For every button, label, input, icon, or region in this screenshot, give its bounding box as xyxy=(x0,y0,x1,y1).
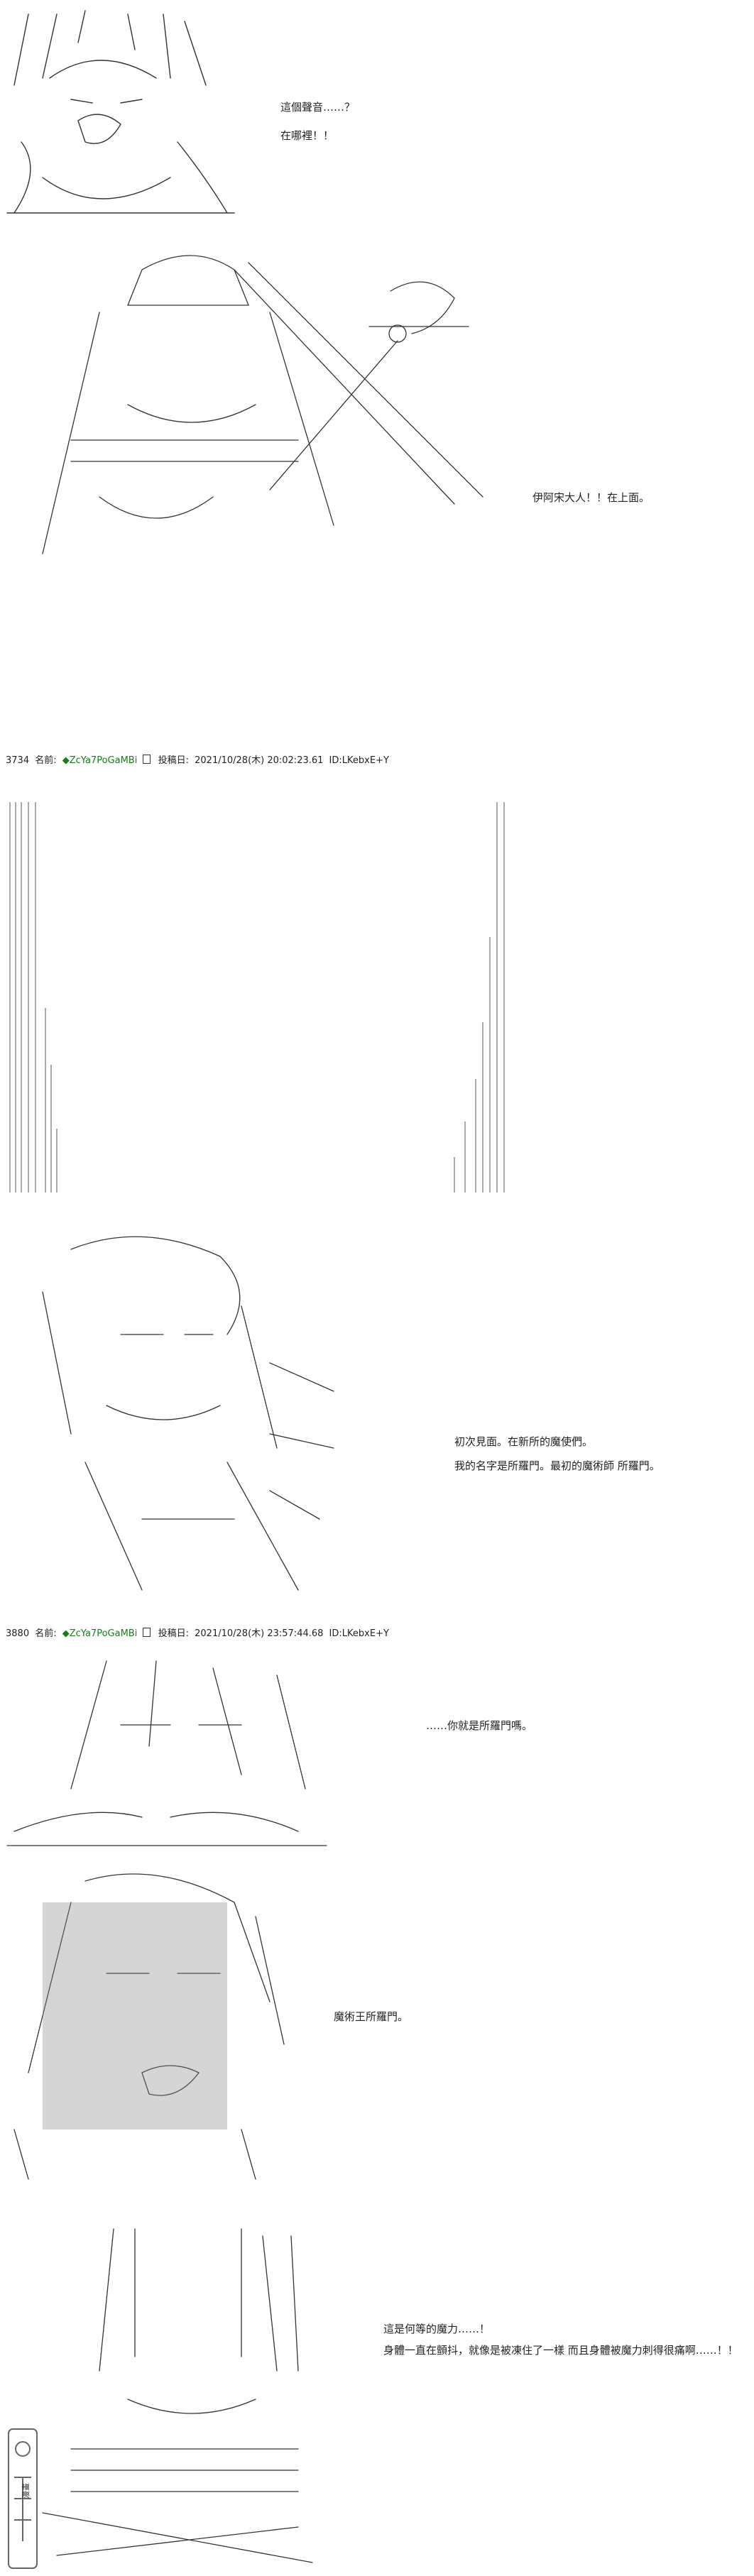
panel-5-artwork xyxy=(0,1647,341,1853)
post-trip: ◆ZcYa7PoGaMBi xyxy=(62,1628,138,1639)
panel-2-dialog: 伊阿宋大人！！在上面。 xyxy=(532,490,650,505)
post-date-label: 投稿日: xyxy=(158,755,189,766)
dialog-line: 魔術王所羅門。 xyxy=(334,2010,409,2023)
watermark-text: 漫畫 xyxy=(21,2483,31,2499)
post-datetime: 2021/10/28(木) 20:02:23.61 xyxy=(195,755,324,766)
dialog-line: 這個聲音……？ xyxy=(280,101,356,114)
dialog-line: 在哪裡！！ xyxy=(280,129,334,142)
panel-7-dialog: 這是何等的魔力……！ 身體一直在顫抖，就像是被凍住了一樣 而且身體被魔力刺得很痛… xyxy=(383,2321,738,2358)
panel-7-artwork xyxy=(28,2215,341,2570)
panel-5-dialog: ……你就是所羅門嗎。 xyxy=(426,1718,532,1733)
panel-2-artwork xyxy=(0,227,540,582)
post-header-2: 3880 名前: ◆ZcYa7PoGaMBi 投稿日: 2021/10/28(木… xyxy=(6,1626,392,1639)
panel-4-dialog: 初次見面。在新所的魔使們。 我的名字是所羅門。最初的魔術師 所羅門。 xyxy=(454,1434,660,1474)
checkbox-icon xyxy=(143,1628,151,1637)
post-datetime: 2021/10/28(木) 23:57:44.68 xyxy=(195,1628,324,1639)
panel-1-dialog: 這個聲音……？ 在哪裡！！ xyxy=(280,99,355,143)
dialog-line: 初次見面。在新所的魔使們。 xyxy=(454,1435,594,1448)
panel-4-artwork xyxy=(0,1221,398,1618)
post-number: 3734 xyxy=(6,755,30,766)
post-trip: ◆ZcYa7PoGaMBi xyxy=(62,755,138,766)
dialog-line: 身體一直在顫抖，就像是被凍住了一樣 而且身體被魔力刺得很痛啊……！！ xyxy=(383,2344,738,2357)
dialog-line: 伊阿宋大人！！在上面。 xyxy=(532,491,650,504)
post-name-label: 名前: xyxy=(35,755,57,766)
dialog-line: ……你就是所羅門嗎。 xyxy=(426,1719,533,1732)
post-name-label: 名前: xyxy=(35,1628,57,1639)
site-watermark-logo xyxy=(7,2428,38,2570)
panel-6-dialog: 魔術王所羅門。 xyxy=(334,2009,408,2024)
panel-6-artwork xyxy=(0,1860,312,2193)
post-date-label: 投稿日: xyxy=(158,1628,189,1639)
post-number: 3880 xyxy=(6,1628,30,1639)
checkbox-icon xyxy=(143,755,151,764)
panel-1-artwork xyxy=(0,0,241,234)
panel-3-artwork xyxy=(0,795,540,1207)
dialog-line: 我的名字是所羅門。最初的魔術師 所羅門。 xyxy=(454,1459,660,1472)
post-id: ID:LKebxE+Y xyxy=(329,1628,389,1639)
dialog-line: 這是何等的魔力……！ xyxy=(383,2323,491,2335)
post-id: ID:LKebxE+Y xyxy=(329,755,389,766)
post-header-1: 3734 名前: ◆ZcYa7PoGaMBi 投稿日: 2021/10/28(木… xyxy=(6,752,392,766)
